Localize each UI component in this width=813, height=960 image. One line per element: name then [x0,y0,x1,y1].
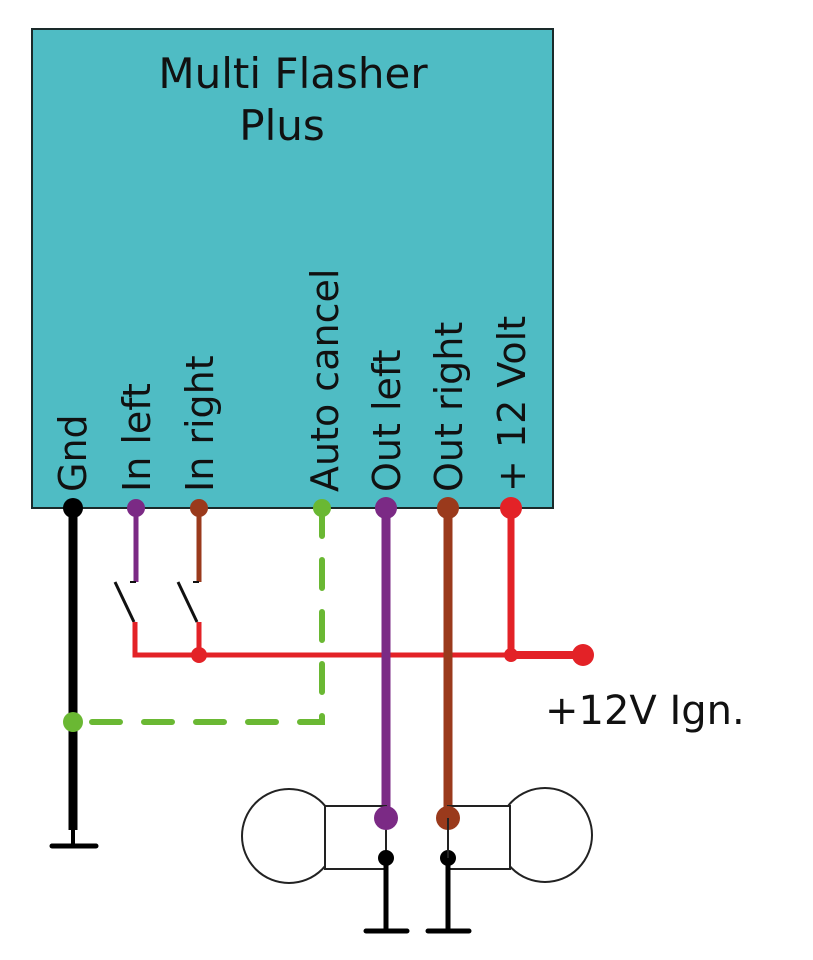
out-left-terminal-dot [374,806,398,830]
pin-dot-auto-cancel [313,499,331,517]
auto-cancel-wire [70,505,325,725]
left-lamp-icon [241,788,387,930]
pin-label-in-right: In right [178,355,222,492]
module-title-line1: Multi Flasher [158,49,428,98]
pin-dot-gnd [63,498,83,518]
in-right-switch-icon [176,581,199,623]
module-title-line2: Plus [239,101,325,150]
pin-dot-in-right [190,499,208,517]
pin-label-out-right: Out right [427,322,471,492]
auto-cancel-junction-dot [63,712,83,732]
pin-label-out-left: Out left [365,349,409,492]
12v-junction-dot [504,648,518,662]
pin-label-12-volt: + 12 Volt [490,316,534,492]
in-left-switch-icon [113,581,136,623]
ign-label: +12V Ign. [545,688,745,734]
pin-label-gnd: Gnd [51,414,95,492]
supply-bus-wire [132,622,583,658]
pin-dot-12-volt [500,497,522,519]
pin-dot-out-left [375,497,397,519]
right-lamp-icon [447,787,593,883]
pin-label-in-left: In left [115,383,159,492]
pin-dot-in-left [127,499,145,517]
supply-junction-dot [191,647,207,663]
pin-label-auto-cancel: Auto cancel [303,269,347,492]
module-box [31,28,554,509]
pin-dot-out-right [437,497,459,519]
ign-terminal-dot [572,644,594,666]
